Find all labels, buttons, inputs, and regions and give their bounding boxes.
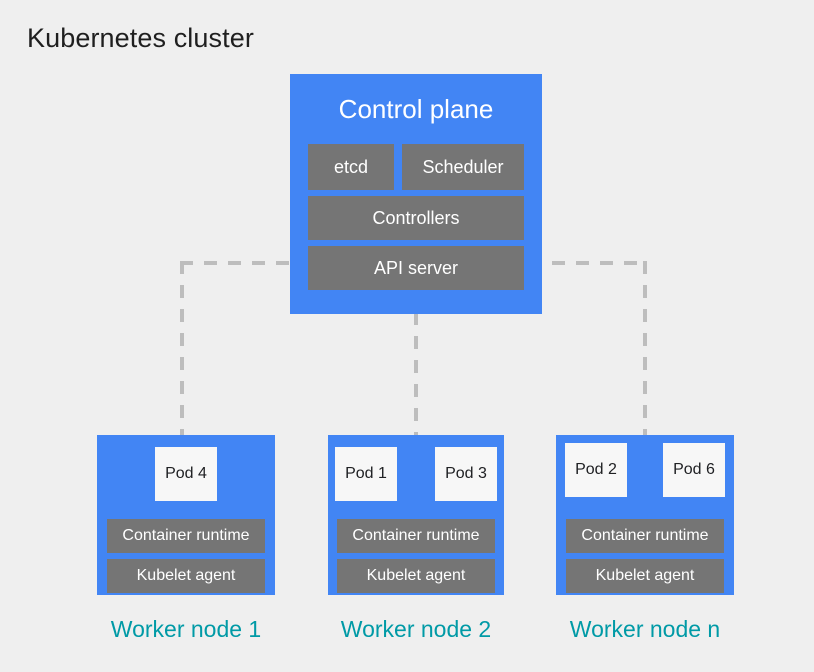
connector-drop-worker-1 bbox=[180, 261, 184, 437]
pod-box[interactable]: Pod 4 bbox=[155, 447, 217, 501]
pod-box[interactable]: Pod 3 bbox=[435, 447, 497, 501]
worker-node-n-label: Worker node n bbox=[569, 616, 721, 642]
kubelet-agent-box[interactable]: Kubelet agent bbox=[566, 559, 724, 593]
control-plane-component-controllers[interactable]: Controllers bbox=[308, 196, 524, 240]
page-title: Kubernetes cluster bbox=[27, 23, 254, 53]
pod-box[interactable]: Pod 2 bbox=[565, 443, 627, 497]
worker-node-2-box[interactable]: Pod 1 Pod 3 Container runtime Kubelet ag… bbox=[328, 435, 504, 595]
control-plane-title: Control plane bbox=[338, 94, 494, 124]
connector-drop-worker-n bbox=[643, 261, 647, 437]
kubelet-agent-box[interactable]: Kubelet agent bbox=[337, 559, 495, 593]
pod-box[interactable]: Pod 6 bbox=[663, 443, 725, 497]
connector-drop-worker-2 bbox=[414, 312, 418, 437]
container-runtime-box[interactable]: Container runtime bbox=[566, 519, 724, 553]
pod-box[interactable]: Pod 1 bbox=[335, 447, 397, 501]
control-plane-component-api-server[interactable]: API server bbox=[308, 246, 524, 290]
worker-node-1-box[interactable]: Pod 4 Container runtime Kubelet agent bbox=[97, 435, 275, 595]
control-plane-component-scheduler[interactable]: Scheduler bbox=[402, 144, 524, 190]
connector-apiserver-to-worker-n bbox=[528, 261, 647, 265]
control-plane-component-etcd[interactable]: etcd bbox=[308, 144, 394, 190]
control-plane-box[interactable]: Control plane etcd Scheduler Controllers… bbox=[290, 74, 542, 314]
worker-node-n-box[interactable]: Pod 2 Pod 6 Container runtime Kubelet ag… bbox=[556, 435, 734, 595]
container-runtime-box[interactable]: Container runtime bbox=[107, 519, 265, 553]
worker-node-2-label: Worker node 2 bbox=[340, 616, 492, 642]
container-runtime-box[interactable]: Container runtime bbox=[337, 519, 495, 553]
connector-apiserver-to-worker-1 bbox=[180, 261, 298, 265]
worker-node-1-label: Worker node 1 bbox=[110, 616, 262, 642]
kubelet-agent-box[interactable]: Kubelet agent bbox=[107, 559, 265, 593]
